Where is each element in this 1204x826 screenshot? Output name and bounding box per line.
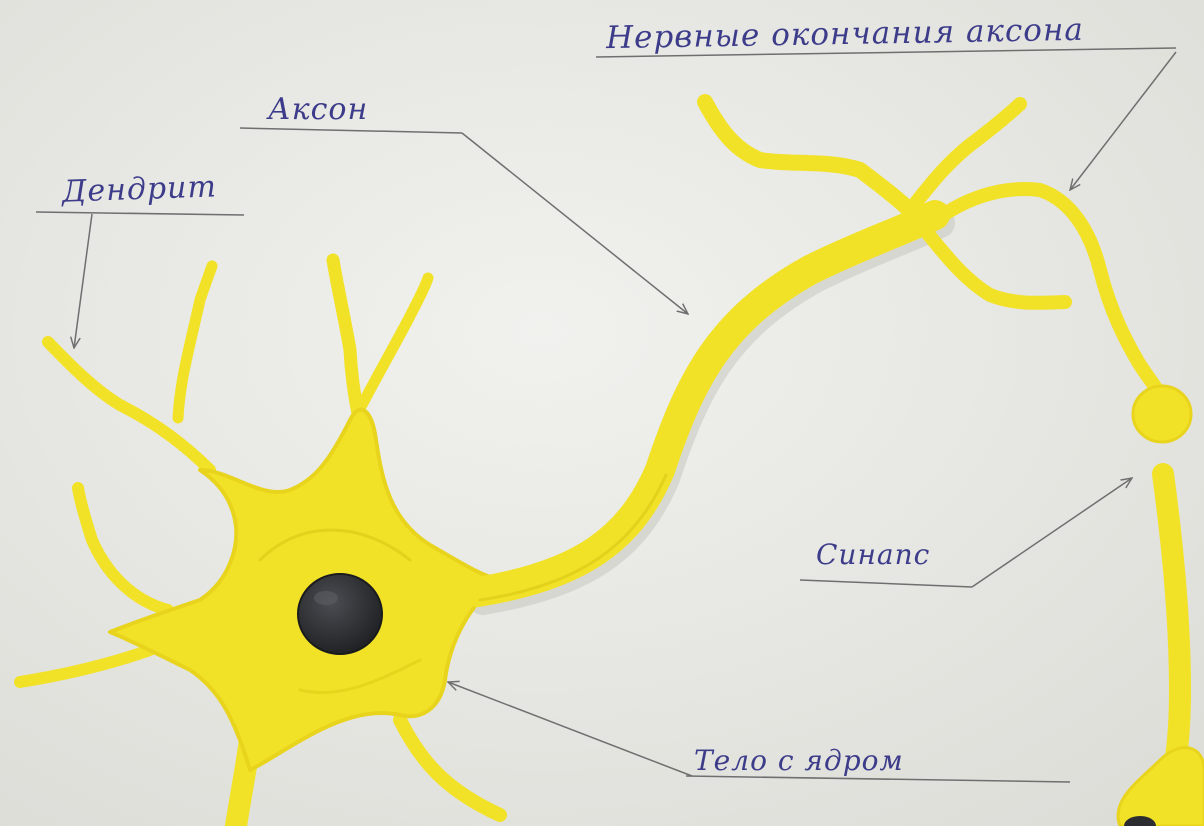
axon-label: Аксон bbox=[268, 92, 368, 127]
nucleus-highlight bbox=[314, 591, 338, 605]
nucleus bbox=[298, 574, 382, 654]
cell-body-label: Тело с ядром bbox=[694, 744, 904, 777]
dendrite-label: Дендрит bbox=[61, 169, 217, 209]
synaptic-knob bbox=[1133, 386, 1191, 442]
synapse-label: Синапс bbox=[816, 538, 930, 571]
